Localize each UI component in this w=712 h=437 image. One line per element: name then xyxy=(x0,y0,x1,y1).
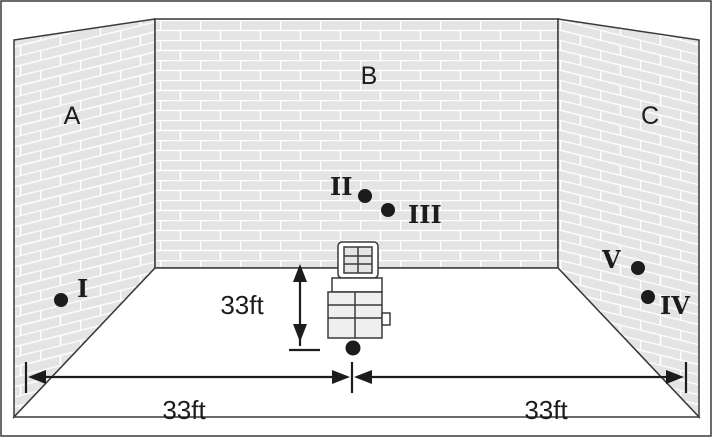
front-distance-label: 33ft xyxy=(220,290,264,320)
laser-plumb-dot xyxy=(345,340,361,356)
point-i-label: I xyxy=(77,274,88,303)
point-ii-dot xyxy=(358,189,372,203)
point-v-label: V xyxy=(601,245,621,274)
point-iii-dot xyxy=(381,203,395,217)
point-iv-label: IV xyxy=(660,291,690,320)
point-ii-label: II xyxy=(330,172,352,201)
vertical-dimension-arrow xyxy=(289,264,320,352)
left-width-label: 33ft xyxy=(162,395,206,425)
wall-b xyxy=(154,18,559,269)
point-iv-dot xyxy=(641,290,655,304)
laser-level-icon xyxy=(327,241,391,339)
right-width-label: 33ft xyxy=(524,395,568,425)
point-iii-label: III xyxy=(408,200,442,229)
wall-label-c: C xyxy=(641,102,659,130)
point-v-dot xyxy=(631,261,645,275)
wall-label-a: A xyxy=(64,102,81,130)
point-i-dot xyxy=(54,293,68,307)
horizontal-dimension-arrows xyxy=(24,362,688,393)
wall-label-b: B xyxy=(361,62,378,90)
